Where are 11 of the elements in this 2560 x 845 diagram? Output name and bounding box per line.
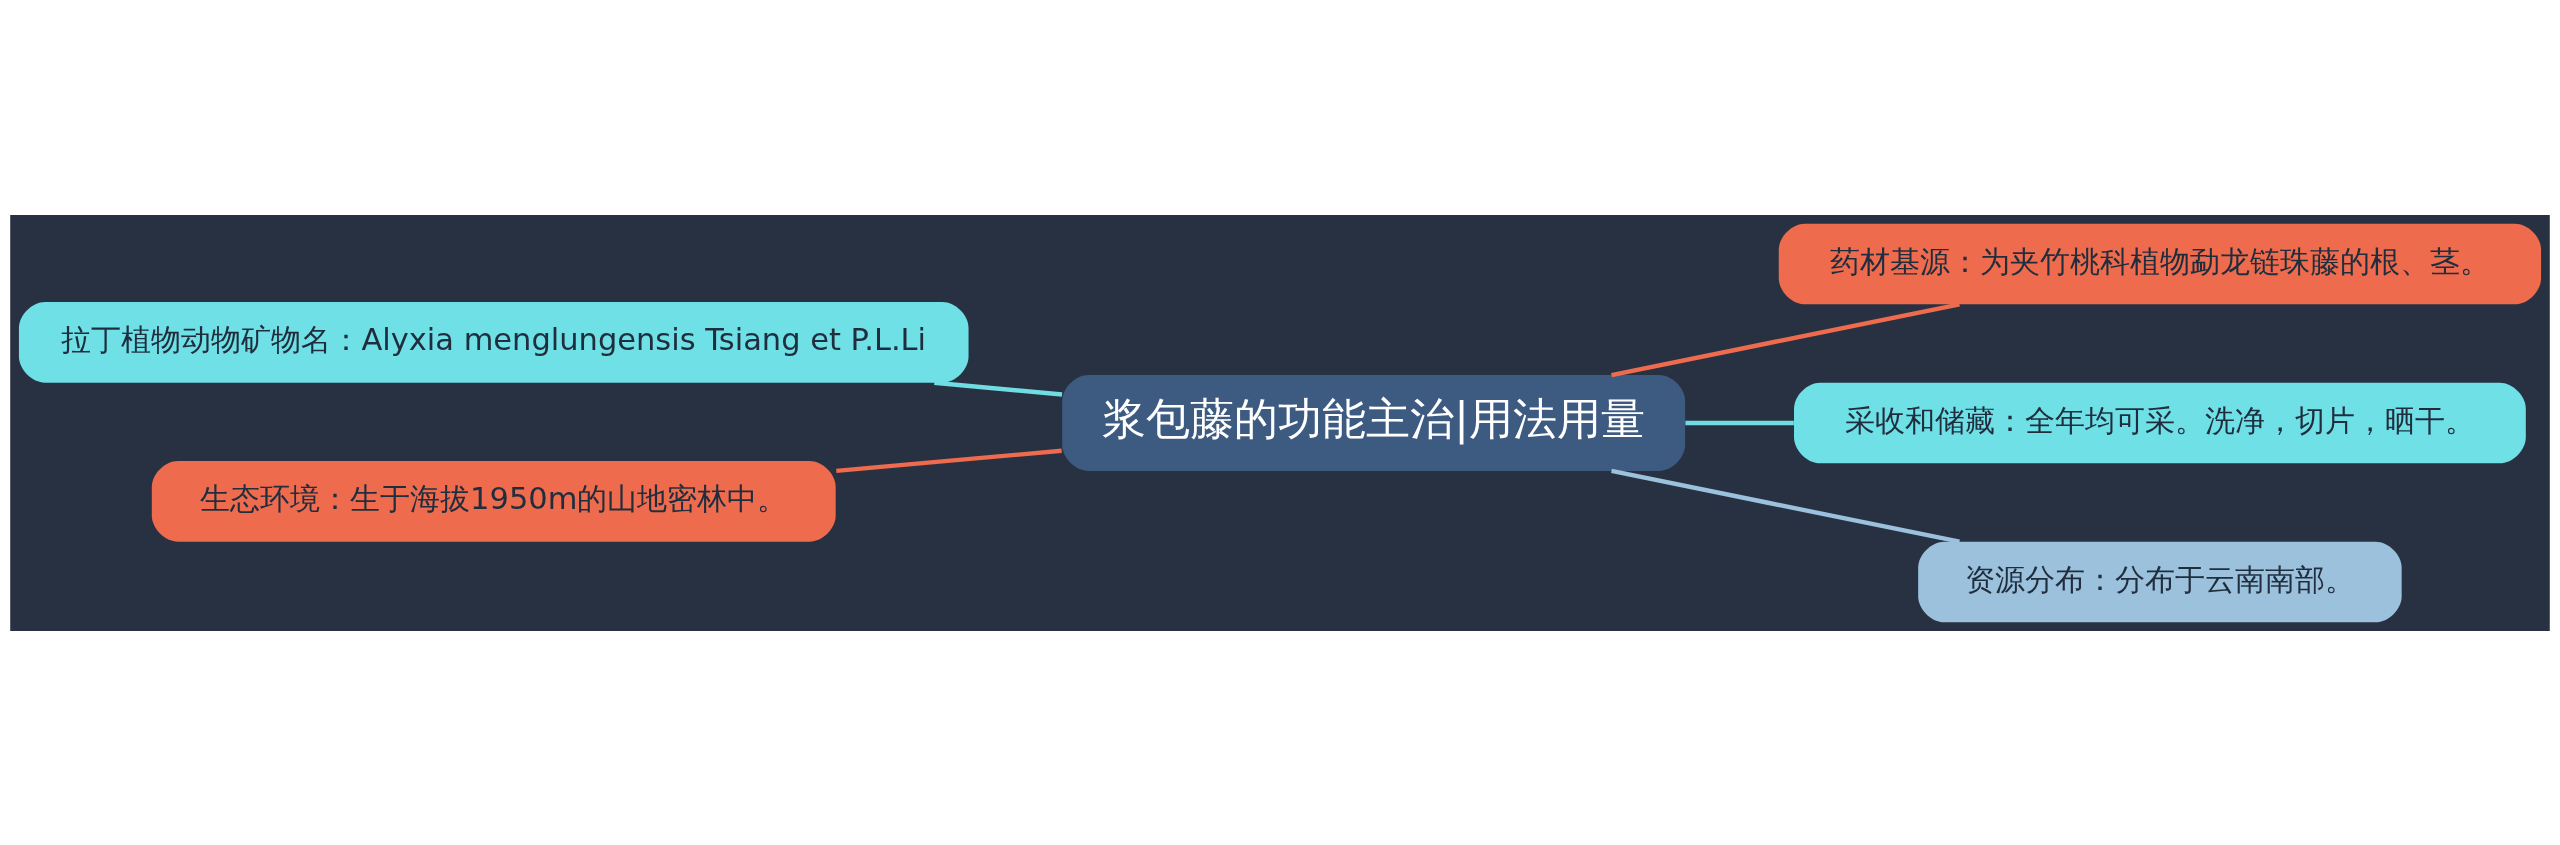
connector — [1611, 468, 1960, 544]
connector — [1611, 301, 1960, 377]
node-box: 拉丁植物动物矿物名：Alyxia menglungensis Tsiang et P.L.Li — [18, 301, 969, 383]
connector — [934, 380, 1063, 397]
node-box: 采收和储藏：全年均可采。洗净，切片，晒干。 — [1794, 382, 2526, 463]
node-box: 生态环境：生于海拔1950m的山地密林中。 — [151, 460, 836, 542]
node-box: 药材基源：为夹竹桃科植物勐龙链珠藤的根、茎。 — [1778, 223, 2542, 304]
connector — [836, 448, 1062, 473]
node-box: 资源分布：分布于云南南部。 — [1918, 541, 2402, 622]
node-box: 浆包藤的功能主治|用法用量 — [1062, 374, 1686, 471]
connector — [1685, 420, 1794, 425]
